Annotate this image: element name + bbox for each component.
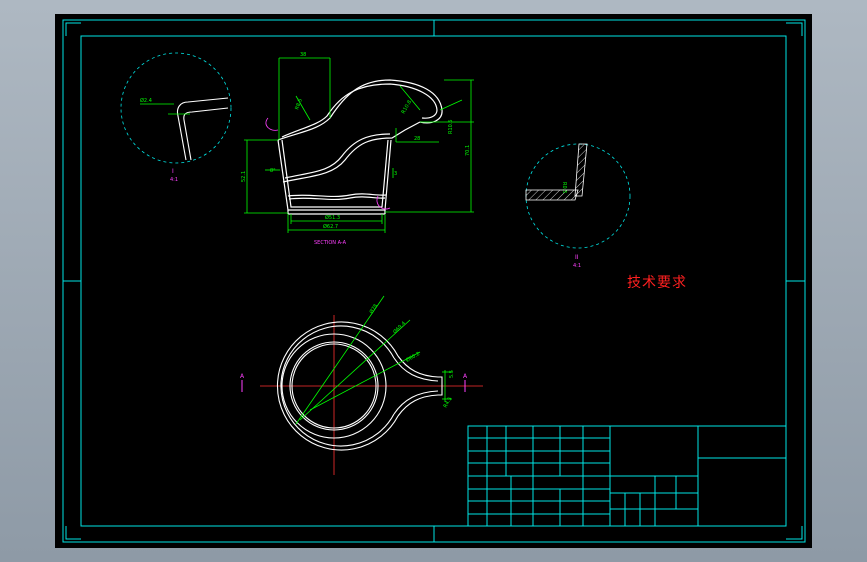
section-title: SECTION A-A	[314, 240, 347, 246]
drawing-frame	[62, 19, 806, 543]
plan-handle	[397, 355, 443, 417]
detail-1-label: I	[172, 168, 174, 175]
dim-left-height: 52.1	[241, 171, 247, 182]
section-marker-left: A	[240, 373, 245, 380]
detail-2-hatch-horizontal	[525, 189, 579, 201]
sheet-background	[55, 14, 812, 548]
cup-middle-curve-2	[284, 133, 391, 179]
cup-middle-curve	[282, 121, 421, 183]
section-view-a-a[interactable]: 38 R8.5 R10.8 28 R10.5 70.1 52.1 8° 3 Ø5…	[241, 52, 474, 246]
plan-handle-inner	[393, 357, 439, 415]
section-dimensions	[244, 57, 474, 233]
detail-2-callout	[376, 195, 391, 210]
plan-inner-ring-2	[291, 343, 377, 429]
detail-1-scale: 4:1	[170, 177, 178, 183]
detail-2-dim: R0.5	[561, 182, 567, 193]
dim-right-height: R10.5	[448, 119, 454, 134]
detail-2-hatch-vertical	[574, 143, 588, 197]
cup-inner-wall	[281, 139, 389, 208]
plan-outer-ring-2	[280, 325, 395, 447]
detail-1-dim: Ø2.4	[140, 97, 152, 104]
dim-overall-height: 70.1	[465, 145, 471, 156]
dim-bottom-outer: Ø62.7	[323, 223, 338, 230]
plan-inner-ring	[289, 341, 379, 431]
dim-bottom-inner: Ø51.3	[325, 214, 340, 221]
detail-2-scale: 4:1	[573, 263, 581, 269]
dim-side-note: 3	[394, 171, 397, 177]
dim-handle-offset: 28	[414, 136, 420, 142]
plan-dim-handle: R4.5	[443, 396, 454, 409]
detail-2-label: II	[575, 254, 579, 261]
dim-taper-angle: 8°	[270, 168, 276, 174]
plan-dim-d1: Ø78	[368, 303, 379, 315]
title-block	[467, 425, 787, 527]
detail-view-2[interactable]: R0.5 II 4:1	[525, 143, 631, 269]
dim-top-width: 38	[300, 52, 306, 58]
cup-rim-curve-inner	[281, 83, 438, 138]
plan-dim-tip: 5.5	[449, 370, 455, 378]
section-marker-right: A	[463, 373, 468, 380]
cup-base-wave	[287, 193, 387, 198]
plan-outer-ring	[277, 321, 399, 451]
plan-middle-ring	[281, 333, 387, 439]
cup-base-wave-2	[288, 196, 386, 201]
dim-rim-radius: R8.5	[294, 98, 304, 111]
detail-1-callout	[265, 117, 279, 131]
cup-rim-curve	[277, 79, 443, 141]
technical-requirements-title: 技术要求	[627, 275, 687, 291]
cup-outer-wall	[277, 139, 392, 211]
detail-view-1[interactable]: Ø2.4 I 4:1	[120, 52, 232, 183]
